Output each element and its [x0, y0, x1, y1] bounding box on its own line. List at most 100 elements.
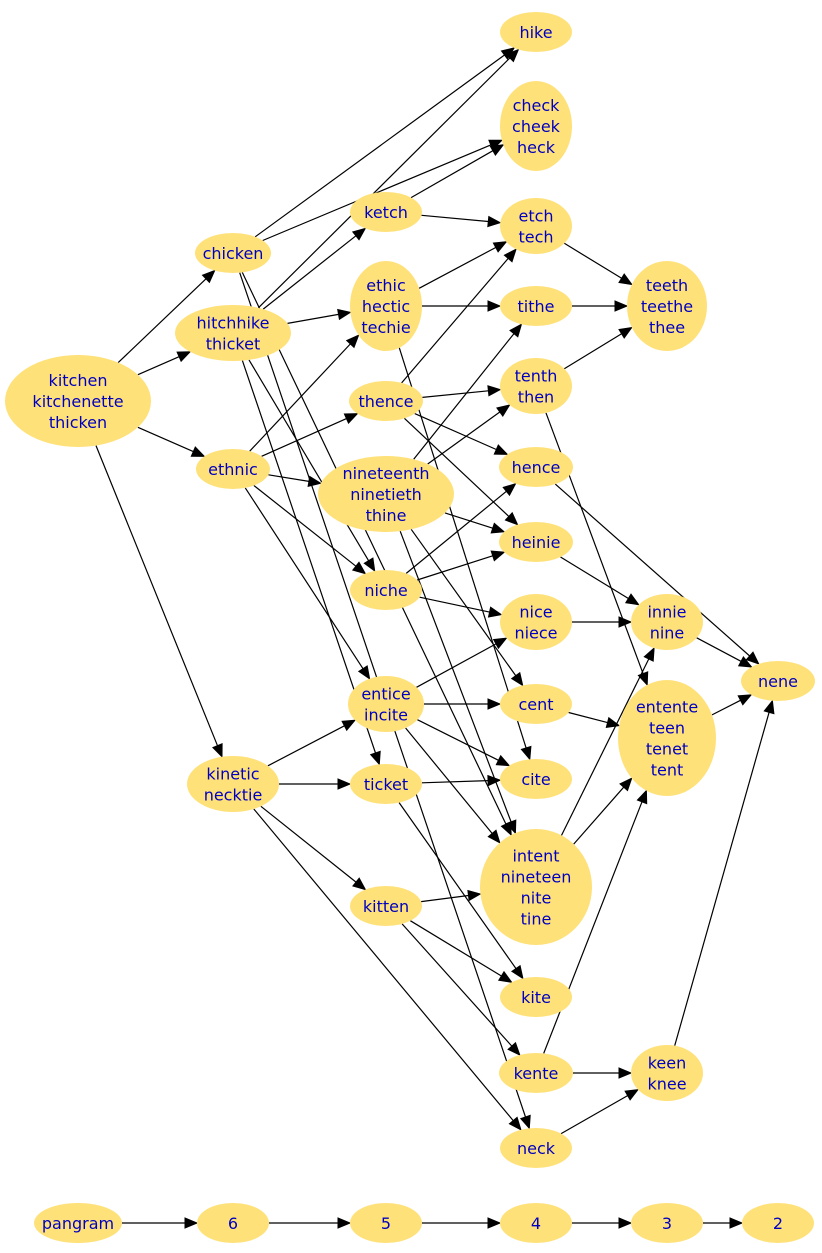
- node-kente: kente: [499, 1053, 573, 1093]
- node-ellipse: [500, 198, 572, 254]
- edge-heinie-to-innie: [560, 556, 640, 606]
- arrowhead: [467, 889, 482, 902]
- node-label: neck: [517, 1139, 556, 1158]
- edge-line: [696, 637, 742, 662]
- edge-l5-to-l4: [422, 1217, 502, 1229]
- edge-l3-to-l2: [703, 1217, 744, 1229]
- edge-kitchen-to-ethnic: [137, 426, 206, 457]
- node-ellipse: [500, 684, 572, 724]
- arrowhead: [363, 557, 376, 573]
- node-label: 2: [773, 1214, 783, 1233]
- node-l6: 6: [197, 1203, 269, 1243]
- edge-l4-to-l3: [572, 1217, 633, 1229]
- edge-hitchhike-to-niche: [248, 359, 376, 573]
- edge-chicken-to-intent: [241, 272, 512, 837]
- edge-ethnic-to-ethic: [249, 334, 360, 452]
- node-label: niche: [364, 581, 407, 600]
- arrowhead: [345, 334, 360, 349]
- arrowhead: [369, 750, 381, 766]
- edge-line: [421, 894, 469, 903]
- arrowhead: [509, 323, 523, 338]
- edge-nineteenth-to-cent: [410, 528, 524, 687]
- arrowhead: [493, 444, 509, 455]
- edge-line: [241, 360, 377, 754]
- arrowhead: [520, 745, 532, 761]
- edge-ethnic-to-entice: [244, 487, 371, 680]
- node-label: ethic: [366, 276, 406, 295]
- edge-kitchen-to-hitchhike: [137, 351, 192, 376]
- arrowhead: [510, 964, 524, 980]
- edge-nice-to-innie: [572, 616, 633, 628]
- node-label: cheek: [512, 117, 561, 136]
- arrowhead: [624, 593, 640, 606]
- edge-nineteenth-to-tenth: [427, 404, 511, 465]
- arrowhead: [487, 698, 502, 710]
- node-cent: cent: [500, 684, 572, 724]
- edge-hitchhike-to-ethic: [287, 308, 352, 324]
- edge-ethnic-to-thence: [261, 413, 359, 457]
- node-ellipse: [500, 594, 572, 650]
- node-ellipse: [500, 1128, 572, 1168]
- edge-line: [421, 780, 489, 784]
- arrowhead: [190, 446, 206, 457]
- node-kitten: kitten: [350, 886, 422, 926]
- node-ellipse: [618, 680, 716, 796]
- node-label: 4: [531, 1214, 541, 1233]
- edge-line: [674, 712, 770, 1046]
- edge-kente-to-keen: [573, 1067, 633, 1079]
- edge-hitchhike-to-ketch: [262, 227, 367, 310]
- edge-line: [249, 343, 351, 452]
- node-tithe: tithe: [500, 286, 572, 326]
- edge-nineteenth-to-heinie: [444, 512, 506, 534]
- edge-line: [262, 235, 357, 310]
- arrowhead: [737, 655, 753, 668]
- edge-hitchhike-to-ticket: [241, 360, 381, 766]
- arrowhead: [618, 1217, 633, 1229]
- node-label: nine: [650, 624, 685, 643]
- node-ellipse: [196, 449, 270, 489]
- edge-line: [403, 417, 510, 517]
- node-ellipse: [350, 261, 422, 351]
- node-cite: cite: [500, 759, 572, 799]
- edge-line: [267, 725, 345, 767]
- edge-line: [422, 390, 489, 398]
- node-label: entice: [361, 685, 410, 704]
- node-label: teen: [649, 719, 685, 738]
- node-label: hitchhike: [197, 314, 270, 333]
- edge-line: [405, 490, 507, 574]
- node-label: nineteen: [501, 868, 572, 887]
- node-hence: hence: [499, 447, 573, 487]
- edge-ketch-to-etch: [421, 214, 502, 228]
- edge-ethic-to-cite: [398, 347, 532, 761]
- node-ellipse: [500, 759, 572, 799]
- edge-tithe-to-teeth: [572, 300, 629, 312]
- node-ketch: ketch: [350, 192, 422, 232]
- node-ellipse: [5, 355, 151, 447]
- edge-entice-to-nice: [416, 637, 508, 688]
- edge-pangram-to-l6: [122, 1217, 199, 1229]
- node-ellipse: [350, 570, 422, 610]
- node-label: thence: [358, 392, 413, 411]
- edge-entice-to-cite: [417, 719, 511, 767]
- node-ellipse: [187, 756, 279, 812]
- node-label: tenth: [515, 367, 558, 386]
- node-hike: hike: [500, 12, 572, 52]
- node-label: tech: [518, 228, 553, 247]
- node-nene: nene: [741, 661, 815, 701]
- node-label: knee: [647, 1075, 686, 1094]
- arrowhead: [176, 351, 192, 363]
- arrowhead: [487, 385, 502, 397]
- arrowhead: [763, 699, 775, 715]
- edge-line: [253, 808, 514, 1121]
- arrowhead: [337, 1217, 352, 1229]
- edge-line: [248, 359, 370, 562]
- arrowhead: [508, 1116, 522, 1131]
- arrowhead: [184, 1217, 199, 1229]
- edge-l6-to-l5: [269, 1217, 352, 1229]
- node-label: check: [513, 96, 561, 115]
- edge-kitchen-to-kinetic: [95, 445, 223, 759]
